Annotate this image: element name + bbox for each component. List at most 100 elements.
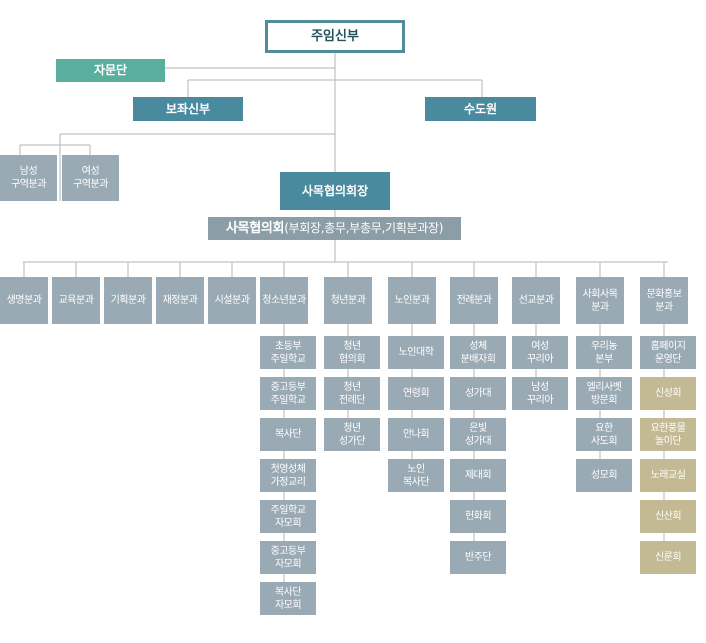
sub-unit-label: 반주단 [464, 552, 492, 563]
sub-unit-box: 신룬회 [640, 541, 696, 574]
department-box: 청년분과 [324, 277, 372, 324]
sub-unit-label: 운영단 [654, 353, 682, 365]
sub-unit-label: 성모회 [590, 470, 618, 481]
sub-unit-label: 노래교실 [650, 470, 686, 481]
sub-unit-box: 안나회 [388, 418, 444, 451]
district-female-line1: 여성 [81, 166, 100, 177]
council-name: 사목협의회 [225, 221, 285, 236]
sub-unit-box: 성모회 [576, 459, 632, 492]
sub-unit-label: 본부 [595, 353, 613, 365]
monk-label: 수도원 [463, 101, 498, 116]
department-box: 시설분과 [208, 277, 256, 324]
sub-unit-box: 연령회 [388, 377, 444, 410]
sub-unit-box: 반주단 [450, 541, 506, 574]
sub-unit-label: 청년 [343, 422, 361, 434]
district-male-box: 남성 구역분과 [0, 155, 57, 201]
sub-unit-label: 남성 [531, 381, 549, 393]
department-label: 교육분과 [58, 295, 94, 306]
council-chair-label: 사목협의회장 [301, 183, 369, 198]
sub-unit-label: 여성 [531, 340, 549, 352]
sub-unit-label: 성체 [469, 340, 487, 352]
sub-unit-box: 노래교실 [640, 459, 696, 492]
sub-unit-box: 신산회 [640, 500, 696, 533]
department-box: 재정분과 [156, 277, 204, 324]
department-label: 재정분과 [162, 295, 198, 306]
sub-unit-label: 제대회 [464, 470, 492, 481]
department-box: 기획분과 [104, 277, 152, 324]
sub-unit-label: 신룬회 [654, 552, 682, 563]
sub-unit-label: 중고등부 [270, 381, 306, 393]
assistant-priest-label: 보좌신부 [165, 101, 211, 116]
sub-unit-label: 엘리사벳 [586, 381, 622, 393]
sub-unit-label: 복사단 [274, 429, 302, 440]
department-label: 노인분과 [394, 295, 430, 306]
sub-unit-label: 노인대학 [398, 347, 434, 358]
sub-unit-label: 청년 [343, 381, 361, 393]
sub-unit-label: 안나회 [402, 429, 430, 440]
sub-unit-label: 놀이단 [654, 435, 682, 447]
sub-unit-label: 꾸리아 [526, 353, 554, 365]
sub-unit-label: 성가단 [338, 435, 366, 447]
sub-unit-label: 첫영성체 [270, 463, 306, 475]
council-chair-box: 사목협의회장 [280, 172, 390, 210]
sub-unit-label: 헌화회 [464, 511, 492, 522]
sub-unit-label: 복사단 [274, 586, 302, 598]
sub-unit-label: 전례단 [338, 394, 366, 406]
sub-unit-label: 복사단 [402, 476, 430, 488]
sub-unit-label: 성가대 [464, 435, 492, 447]
department-label: 문화홍보 [646, 288, 682, 300]
department-box: 전례분과 [450, 277, 498, 324]
department-label: 분과 [591, 301, 609, 313]
sub-unit-box: 복사단 [260, 418, 316, 451]
sub-unit-label: 자모회 [274, 517, 302, 529]
sub-unit-label: 방문회 [590, 394, 618, 406]
department-label: 분과 [655, 301, 673, 313]
department-box: 생명분과 [0, 277, 48, 324]
sub-unit-box: 신성회 [640, 377, 696, 410]
department-label: 생명분과 [6, 295, 42, 306]
sub-unit-label: 신산회 [654, 511, 682, 522]
sub-unit-label: 꾸리아 [526, 394, 554, 406]
district-female-line2: 구역분과 [73, 179, 108, 190]
department-label: 청년분과 [330, 295, 366, 306]
chief-priest-box: 주임신부 [265, 20, 405, 53]
sub-unit-label: 요한풍물 [650, 422, 686, 434]
assistant-priest-box: 보좌신부 [133, 97, 243, 121]
sub-unit-label: 주일학교 [270, 353, 306, 365]
department-box: 선교분과 [512, 277, 560, 324]
sub-unit-label: 연령회 [402, 388, 430, 399]
sub-unit-label: 자모회 [274, 558, 302, 570]
sub-unit-label: 중고등부 [270, 545, 306, 557]
department-label: 청소년분과 [262, 295, 306, 306]
sub-unit-label: 주일학교 [270, 394, 306, 406]
sub-unit-box: 성가대 [450, 377, 506, 410]
sub-unit-label: 분배자회 [460, 353, 496, 365]
sub-unit-label: 성가대 [464, 388, 492, 399]
department-box: 청소년분과 [260, 277, 308, 324]
department-label: 전례분과 [456, 295, 492, 306]
sub-unit-label: 요한 [595, 422, 613, 434]
advisory-label: 자문단 [93, 63, 128, 77]
district-male-line2: 구역분과 [11, 179, 46, 190]
council-members: (부회장,총무,부총무,기획분과장) [284, 221, 444, 235]
department-label: 사회사목 [582, 288, 618, 300]
sub-unit-label: 홈페이지 [650, 340, 686, 352]
department-box: 노인분과 [388, 277, 436, 324]
